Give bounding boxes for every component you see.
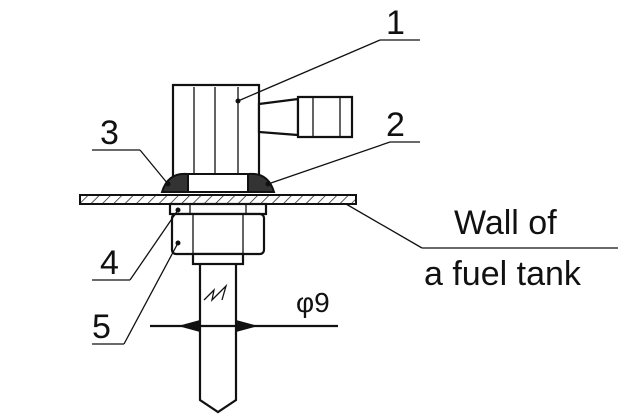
callout-5: 5 (92, 308, 111, 346)
callout-3: 3 (100, 114, 119, 152)
callout-4: 4 (100, 244, 119, 282)
diameter-symbol: φ (296, 287, 314, 318)
dimension-phi-9: φ9 (150, 287, 338, 332)
fuel-tube (191, 252, 245, 414)
nut-part-5 (170, 212, 266, 256)
callout-1: 1 (386, 4, 405, 42)
fitting-body-part-1 (171, 83, 354, 183)
wall-label-line-2: a fuel tank (424, 255, 582, 293)
seal-washer-part-3 (160, 172, 276, 193)
wall-label-line-1: Wall of (454, 204, 557, 242)
washer-part-4 (168, 202, 268, 216)
dimension-label: φ9 (296, 287, 330, 318)
callout-2: 2 (386, 106, 405, 144)
diameter-value: 9 (314, 287, 330, 318)
leader-lines (92, 39, 618, 345)
tank-wall (79, 194, 357, 205)
